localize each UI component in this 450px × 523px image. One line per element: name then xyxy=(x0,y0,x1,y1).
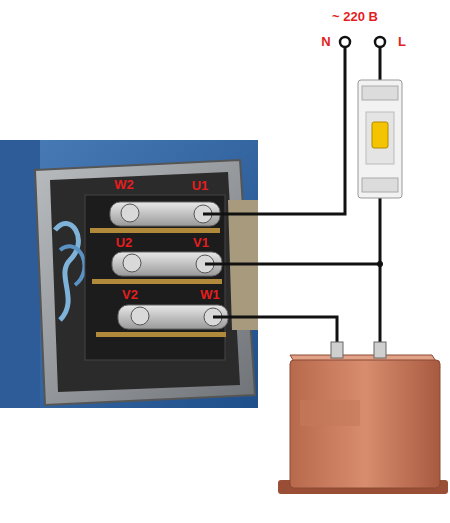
line-wire xyxy=(379,44,382,82)
supply-terminal xyxy=(340,37,350,47)
terminal-stud xyxy=(123,254,141,272)
lead-wires xyxy=(55,223,78,320)
line-label: L xyxy=(398,35,406,48)
circuit-breaker xyxy=(358,80,402,198)
neutral-label: N xyxy=(321,35,330,48)
brass-strip xyxy=(90,228,220,233)
junction-dot xyxy=(377,261,383,267)
capacitor xyxy=(278,342,448,494)
terminal-name: V1 xyxy=(193,236,209,249)
terminal-name: U1 xyxy=(192,179,209,192)
w1-wire xyxy=(213,317,337,346)
terminal-stud xyxy=(131,307,149,325)
terminal-name: U2 xyxy=(116,236,133,249)
brass-strip xyxy=(96,332,226,337)
link-plate xyxy=(118,305,228,329)
terminal-box-inside xyxy=(50,172,240,392)
capacitor-terminal xyxy=(331,342,343,358)
breaker-terminal xyxy=(362,86,398,100)
breaker-window xyxy=(366,112,394,164)
brass-strip xyxy=(92,279,222,284)
lead-wires xyxy=(60,246,84,285)
terminal-name: W1 xyxy=(200,288,220,301)
terminal-plates xyxy=(90,202,228,337)
motor-housing xyxy=(0,140,258,408)
v1-wire xyxy=(205,263,380,266)
line-wire xyxy=(379,196,382,346)
wires xyxy=(203,44,380,346)
motor-photo xyxy=(0,140,258,408)
terminal-name: W2 xyxy=(114,178,134,191)
capacitor-body xyxy=(290,360,440,488)
capacitor-marking xyxy=(300,400,360,426)
terminal-name: V2 xyxy=(122,288,138,301)
terminal-box xyxy=(35,160,255,405)
supply-terminal xyxy=(375,37,385,47)
motor-housing-edge xyxy=(0,140,40,408)
breaker-lever xyxy=(372,122,388,148)
neutral-wire xyxy=(203,44,345,214)
terminal-stud xyxy=(121,204,139,222)
terminal-block xyxy=(85,195,225,360)
breaker-terminal xyxy=(362,178,398,192)
breaker-body xyxy=(358,80,402,198)
supply-voltage: ~ 220 B xyxy=(332,10,378,23)
capacitor-terminal xyxy=(374,342,386,358)
